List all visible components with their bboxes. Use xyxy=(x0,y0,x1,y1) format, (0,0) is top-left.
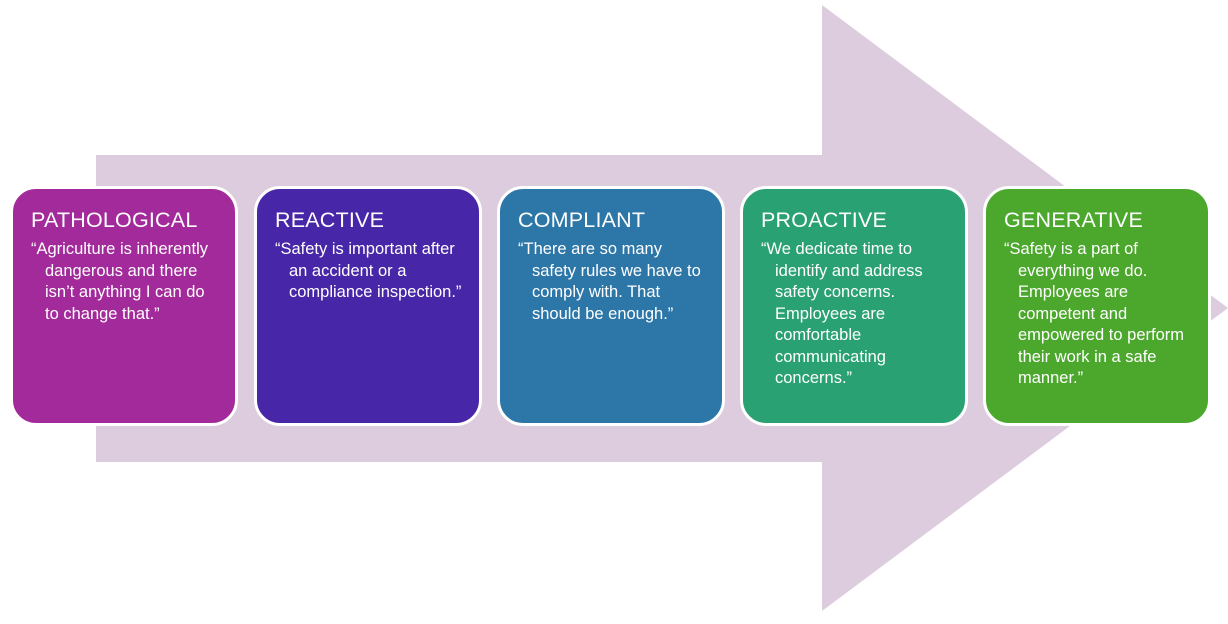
stage-quote-generative: “Safety is a part of everything we do. E… xyxy=(1004,240,1184,387)
stage-title-reactive: REACTIVE xyxy=(275,208,385,232)
stage-quote-reactive: “Safety is important after an accident o… xyxy=(275,240,462,301)
stage-title-compliant: COMPLIANT xyxy=(518,208,646,232)
stage-card-pathological[interactable]: PATHOLOGICAL “Agriculture is inherently … xyxy=(10,186,238,426)
stage-card-proactive[interactable]: PROACTIVE “We dedicate time to identify … xyxy=(740,186,968,426)
stage-title-pathological: PATHOLOGICAL xyxy=(31,208,198,232)
stage-quote-proactive: “We dedicate time to identify and addres… xyxy=(761,240,923,387)
stage-quote-compliant: “There are so many safety rules we have … xyxy=(518,240,701,323)
stage-title-proactive: PROACTIVE xyxy=(761,208,888,232)
stage-card-reactive[interactable]: REACTIVE “Safety is important after an a… xyxy=(254,186,482,426)
stage-title-generative: GENERATIVE xyxy=(1004,208,1143,232)
stage-card-compliant[interactable]: COMPLIANT “There are so many safety rule… xyxy=(497,186,725,426)
stage-card-generative[interactable]: GENERATIVE “Safety is a part of everythi… xyxy=(983,186,1211,426)
stage-quote-pathological: “Agriculture is inherently dangerous and… xyxy=(31,240,208,323)
